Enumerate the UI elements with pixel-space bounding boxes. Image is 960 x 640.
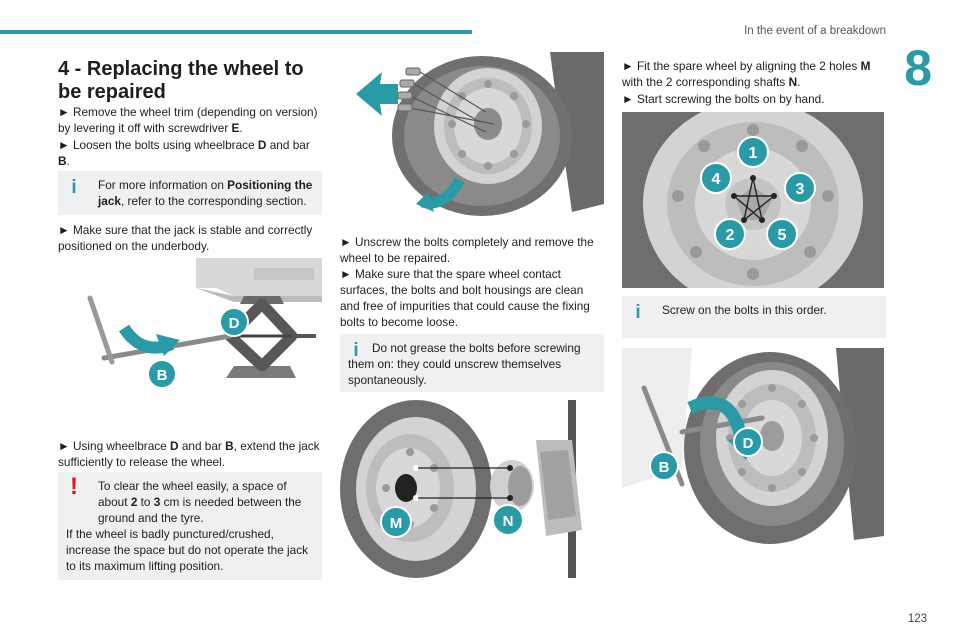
- arrow-bullet: ►: [58, 439, 70, 453]
- bolt-order-3: 3: [796, 181, 805, 198]
- label-d: D: [743, 435, 754, 452]
- info-note-jack: i For more information on Positioning th…: [58, 171, 322, 215]
- label-d-badge: [733, 427, 763, 457]
- step-check-surfaces: ► Make sure that the spare wheel contact…: [340, 267, 590, 329]
- bolt-order-1: 1: [749, 145, 758, 162]
- arrow-bullet: ►: [58, 105, 70, 119]
- step-screw-by-hand: ► Start screwing the bolts on by hand.: [622, 92, 825, 106]
- tighten-bolts-illustration: D B: [622, 348, 884, 548]
- header-accent-bar: [0, 30, 472, 34]
- label-m-badge: [380, 506, 412, 538]
- arrow-bullet: ►: [340, 235, 352, 249]
- arrow-bullet: ►: [340, 267, 352, 281]
- jack-illustration: D B: [87, 258, 322, 389]
- label-n-badge: [492, 504, 524, 536]
- info-icon: i: [353, 340, 359, 361]
- page-number: 123: [907, 613, 927, 625]
- chapter-number: 8: [904, 40, 932, 96]
- label-b: B: [157, 367, 168, 384]
- bolt-order-4: 4: [712, 171, 721, 188]
- arrow-bullet: ►: [58, 138, 70, 152]
- label-m: M: [390, 515, 403, 532]
- warning-icon: !: [70, 473, 78, 500]
- info-note-bolt-order: i Screw on the bolts in this order.: [622, 296, 886, 338]
- spare-wheel-alignment-illustration: M N: [340, 400, 604, 578]
- label-b-badge: [649, 451, 679, 481]
- step-loosen-bolts: ► Loosen the bolts using wheelbrace D an…: [58, 138, 310, 168]
- warning-note-clearance: ! To clear the wheel easily, a space of …: [58, 472, 322, 580]
- label-b-badge: [147, 359, 177, 389]
- wheel-removal-illustration: [340, 52, 604, 216]
- bolt-order-2: 2: [726, 227, 735, 244]
- section-heading: 4 - Replacing the wheel to be repaired: [58, 58, 304, 103]
- info-icon: i: [635, 302, 641, 323]
- bolt-order-5: 5: [778, 227, 787, 244]
- step-check-jack: ► Make sure that the jack is stable and …: [58, 223, 313, 253]
- step-fit-spare-wheel: ► Fit the spare wheel by aligning the 2 …: [622, 59, 871, 89]
- label-b: B: [659, 459, 670, 476]
- step-remove-trim: ► Remove the wheel trim (depending on ve…: [58, 105, 318, 135]
- arrow-bullet: ►: [622, 59, 634, 73]
- label-d: D: [229, 315, 240, 332]
- label-d-badge: [219, 307, 249, 337]
- arrow-bullet: ►: [622, 92, 634, 106]
- info-note-grease: i Do not grease the bolts before screwin…: [340, 334, 604, 392]
- warning-note-second: If the wheel is badly punctured/crushed,…: [66, 527, 308, 573]
- info-icon: i: [71, 177, 77, 198]
- section-title: In the event of a breakdown: [744, 25, 886, 37]
- label-n: N: [503, 513, 514, 530]
- bolt-order-illustration: 1 2 3 4 5: [622, 112, 884, 288]
- arrow-bullet: ►: [58, 223, 70, 237]
- step-unscrew-bolts: ► Unscrew the bolts completely and remov…: [340, 235, 594, 265]
- step-extend-jack: ► Using wheelbrace D and bar B, extend t…: [58, 439, 320, 469]
